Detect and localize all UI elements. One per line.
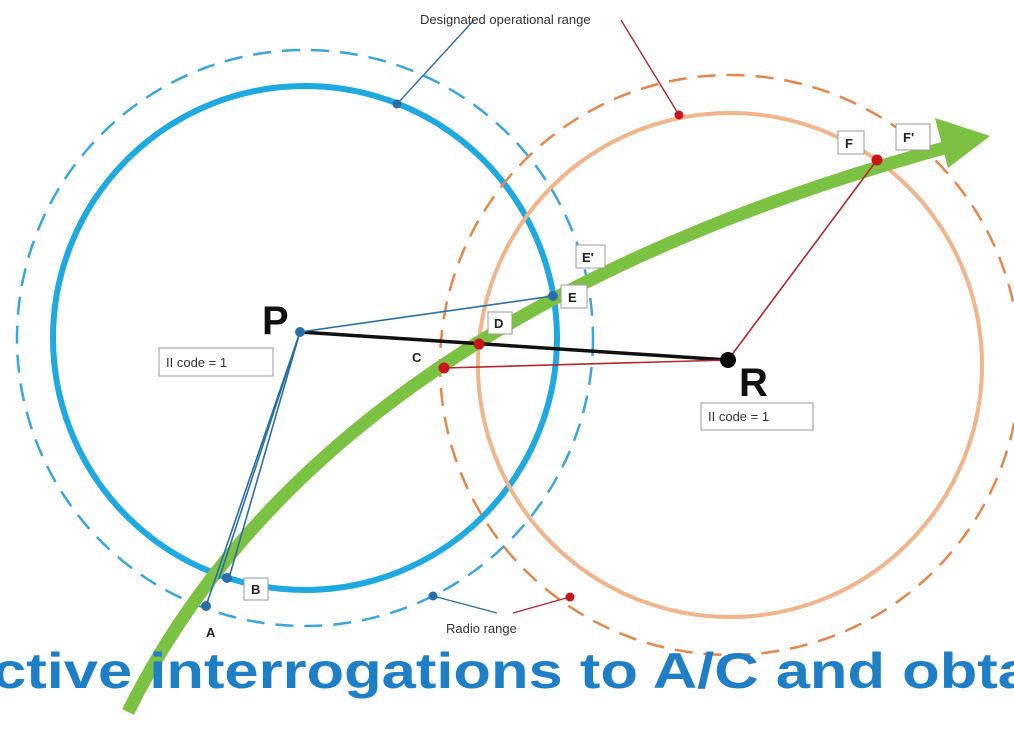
point-a-label: A <box>206 625 216 640</box>
p-to-e-line <box>299 295 554 333</box>
r-ii-code-label: II code = 1 <box>708 409 769 424</box>
point-d-label: D <box>494 316 503 331</box>
operational-range-leader-r <box>620 19 680 116</box>
r-ii-code-box <box>700 402 814 431</box>
p-operational-range-circle <box>50 83 560 593</box>
station-p-label: P <box>262 299 289 343</box>
radio-range-leader-p <box>432 595 498 614</box>
p-ii-code-box <box>158 347 274 377</box>
point-c-label: C <box>412 350 422 365</box>
banner-text: ctive interrogations to A/C and obta <box>0 643 1014 699</box>
p-r-link <box>299 330 729 362</box>
point-e-prime-box <box>575 244 606 269</box>
station-r-dot <box>720 352 736 368</box>
point-b-label: B <box>251 582 260 597</box>
point-e-prime-label: E' <box>582 250 594 265</box>
r-to-c-line <box>443 359 729 369</box>
point-b-dot <box>222 573 232 583</box>
p-to-b-line-1 <box>218 331 301 580</box>
aircraft-track-arrowhead <box>935 118 990 168</box>
leader-dot-r-range <box>674 110 684 120</box>
point-d-box <box>487 311 513 335</box>
point-c-dot <box>438 362 450 374</box>
point-f-dot <box>871 154 883 166</box>
aircraft-track <box>122 138 957 715</box>
p-ii-code-label: II code = 1 <box>166 355 227 370</box>
station-r-label: R <box>739 361 768 405</box>
leader-dot-p-radio <box>428 591 438 601</box>
point-b-box <box>243 577 269 601</box>
point-e-dot <box>548 291 558 301</box>
p-radio-range-circle <box>15 48 595 628</box>
operational-range-leader-p <box>396 19 475 105</box>
leader-dot-r-radio <box>565 592 575 602</box>
r-operational-range-circle <box>476 111 984 619</box>
point-f-box <box>837 130 865 155</box>
point-f-label: F <box>845 136 853 151</box>
point-d-dot <box>473 338 485 350</box>
p-to-b-line-2 <box>228 331 301 579</box>
radio-range-leader-r <box>512 596 571 614</box>
radio-range-label: Radio range <box>446 621 517 636</box>
point-f-prime-label: F' <box>903 130 914 145</box>
point-a-dot <box>201 601 211 611</box>
point-e-box <box>560 284 588 309</box>
station-p-dot <box>295 327 305 337</box>
designated-operational-range-label: Designated operational range <box>420 12 591 27</box>
point-f-prime-box <box>895 123 931 151</box>
leader-dot-p-range <box>392 99 402 109</box>
point-e-label: E <box>568 290 577 305</box>
r-to-f-line <box>727 159 878 361</box>
